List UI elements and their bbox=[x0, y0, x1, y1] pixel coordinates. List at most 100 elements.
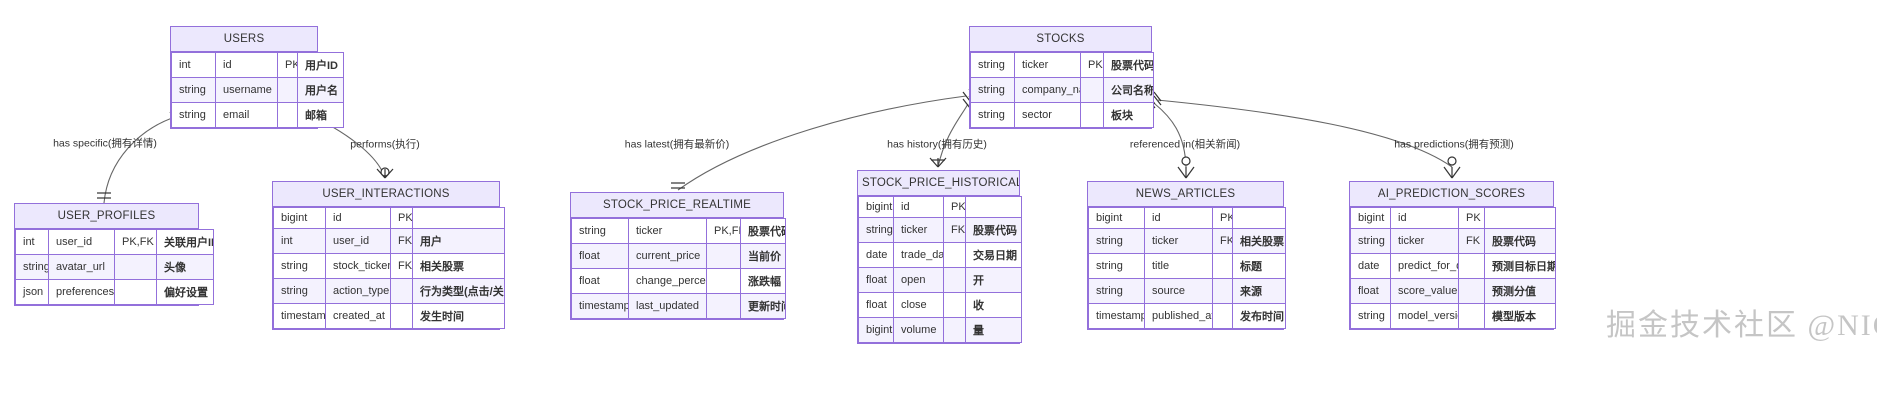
attribute-comment: 用户名 bbox=[297, 77, 344, 103]
attribute-type: string bbox=[273, 278, 326, 304]
attribute-key bbox=[390, 303, 413, 329]
attribute-type: string bbox=[970, 77, 1015, 103]
attribute-type: timestamp bbox=[1088, 303, 1145, 329]
attribute-type: float bbox=[858, 267, 894, 293]
attribute-key: PK,FK bbox=[706, 218, 741, 244]
entity-title-news_articles: NEWS_ARTICLES bbox=[1088, 182, 1283, 207]
attribute-comment: 预测目标日期 bbox=[1484, 253, 1556, 279]
attribute-type: timestamp bbox=[571, 293, 629, 319]
attribute-key: FK bbox=[390, 253, 413, 279]
attribute-type: string bbox=[858, 217, 894, 243]
attribute-key bbox=[706, 243, 741, 269]
attribute-key bbox=[1458, 253, 1485, 279]
attribute-key bbox=[943, 267, 966, 293]
entity-title-stock_price_realtime: STOCK_PRICE_REALTIME bbox=[571, 193, 783, 218]
attribute-key bbox=[1080, 102, 1104, 128]
entity-news_articles[interactable]: NEWS_ARTICLESbigintidPKstringtickerFK相关股… bbox=[1087, 181, 1286, 330]
relationship-label-rel-stocks-predictions: has predictions(拥有预测) bbox=[1394, 138, 1514, 151]
watermark: 掘金技术社区 @NICECJ bbox=[1606, 309, 1877, 342]
attribute-name: change_percent bbox=[628, 268, 707, 294]
attribute-key bbox=[1212, 253, 1233, 279]
edge-stocks-stock-price-historical bbox=[937, 103, 969, 168]
entity-users[interactable]: USERSintidPK用户IDstringusername用户名stringe… bbox=[170, 26, 344, 129]
attribute-comment: 头像 bbox=[156, 254, 214, 280]
attribute-key bbox=[114, 279, 157, 305]
entity-title-ai_prediction_scores: AI_PREDICTION_SCORES bbox=[1350, 182, 1553, 207]
attribute-comment: 收 bbox=[965, 292, 1022, 318]
attribute-name: company_name bbox=[1014, 77, 1081, 103]
attribute-comment: 涨跌幅 bbox=[740, 268, 786, 294]
attribute-key: PK,FK bbox=[114, 229, 157, 255]
attribute-type: string bbox=[273, 253, 326, 279]
attribute-type: string bbox=[15, 254, 49, 280]
attribute-comment: 发生时间 bbox=[412, 303, 505, 329]
entity-stocks[interactable]: STOCKSstringtickerPK股票代码stringcompany_na… bbox=[969, 26, 1154, 129]
attribute-table-users: intidPK用户IDstringusername用户名stringemail邮… bbox=[171, 52, 344, 128]
attribute-key: PK bbox=[1212, 207, 1233, 229]
attribute-comment: 股票代码 bbox=[740, 218, 786, 244]
attribute-name: trade_date bbox=[893, 242, 944, 268]
attribute-comment: 相关股票 bbox=[412, 253, 505, 279]
attribute-comment: 股票代码 bbox=[965, 217, 1022, 243]
attribute-type: bigint bbox=[273, 207, 326, 229]
attribute-key bbox=[1212, 278, 1233, 304]
attribute-name: ticker bbox=[1390, 228, 1459, 254]
attribute-type: float bbox=[571, 268, 629, 294]
relationship-label-rel-stocks-news: referenced in(相关新闻) bbox=[1129, 138, 1241, 151]
attribute-name: predict_for_date bbox=[1390, 253, 1459, 279]
attribute-type: string bbox=[571, 218, 629, 244]
attribute-type: bigint bbox=[858, 196, 894, 218]
attribute-name: ticker bbox=[628, 218, 707, 244]
relationship-label-rel-users-profiles: has specific(拥有详情) bbox=[53, 137, 157, 150]
attribute-comment: 板块 bbox=[1103, 102, 1154, 128]
attribute-key: PK bbox=[943, 196, 966, 218]
edge-stocks-ai-prediction-scores bbox=[1156, 99, 1453, 168]
attribute-type: int bbox=[273, 228, 326, 254]
entity-title-stock_price_historical: STOCK_PRICE_HISTORICAL bbox=[858, 171, 1019, 196]
attribute-comment bbox=[1484, 207, 1556, 229]
attribute-name: last_updated bbox=[628, 293, 707, 319]
attribute-name: stock_ticker bbox=[325, 253, 391, 279]
attribute-name: close bbox=[893, 292, 944, 318]
attribute-key: FK bbox=[1212, 228, 1233, 254]
attribute-type: bigint bbox=[858, 317, 894, 343]
attribute-table-stock_price_realtime: stringtickerPK,FK股票代码floatcurrent_price当… bbox=[571, 218, 786, 319]
attribute-name: preferences bbox=[48, 279, 115, 305]
attribute-name: ticker bbox=[1144, 228, 1213, 254]
attribute-name: avatar_url bbox=[48, 254, 115, 280]
attribute-key bbox=[277, 77, 298, 103]
attribute-name: id bbox=[893, 196, 944, 218]
attribute-key bbox=[943, 317, 966, 343]
attribute-key bbox=[706, 293, 741, 319]
relationship-label-rel-stocks-realtime: has latest(拥有最新价) bbox=[624, 138, 730, 151]
attribute-type: string bbox=[970, 102, 1015, 128]
attribute-type: json bbox=[15, 279, 49, 305]
attribute-name: user_id bbox=[325, 228, 391, 254]
entity-stock_price_realtime[interactable]: STOCK_PRICE_REALTIMEstringtickerPK,FK股票代… bbox=[570, 192, 786, 320]
attribute-comment bbox=[965, 196, 1022, 218]
attribute-type: timestamp bbox=[273, 303, 326, 329]
attribute-name: email bbox=[215, 102, 278, 128]
attribute-type: string bbox=[970, 52, 1015, 78]
entity-title-stocks: STOCKS bbox=[970, 27, 1151, 52]
attribute-table-stock_price_historical: bigintidPKstringtickerFK股票代码datetrade_da… bbox=[858, 196, 1022, 343]
